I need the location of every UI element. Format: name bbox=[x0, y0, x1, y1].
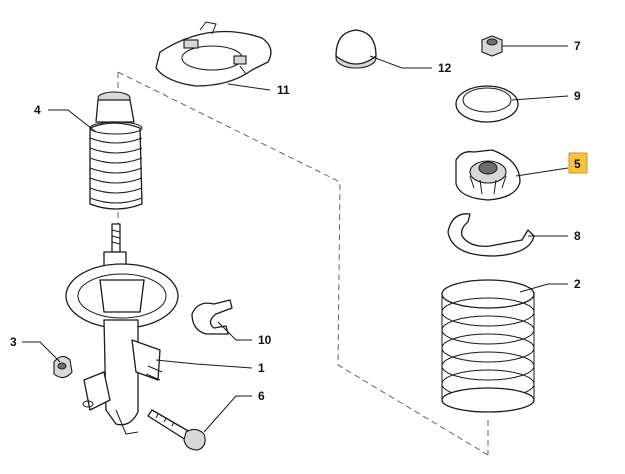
part-lower-nut[interactable] bbox=[53, 355, 73, 379]
callout-9[interactable]: 9 bbox=[574, 89, 581, 103]
part-coil-spring[interactable] bbox=[441, 279, 535, 413]
callout-6[interactable]: 6 bbox=[258, 389, 265, 403]
part-shock-absorber[interactable] bbox=[65, 223, 179, 435]
part-top-mount-bearing[interactable] bbox=[455, 149, 521, 201]
callout-10[interactable]: 10 bbox=[258, 333, 272, 347]
part-bolt[interactable] bbox=[147, 409, 206, 451]
assembly-outline bbox=[117, 71, 489, 456]
part-protective-boot[interactable] bbox=[89, 91, 143, 210]
callout-1[interactable]: 1 bbox=[258, 361, 265, 375]
callout-8[interactable]: 8 bbox=[574, 229, 581, 243]
callout-4[interactable]: 4 bbox=[34, 103, 41, 117]
callout-3[interactable]: 3 bbox=[10, 335, 17, 349]
callout-11[interactable]: 11 bbox=[277, 83, 290, 97]
part-top-nut[interactable] bbox=[481, 35, 503, 57]
callout-7[interactable]: 7 bbox=[574, 39, 581, 53]
part-upper-mount-bracket[interactable] bbox=[155, 21, 272, 87]
callout-12[interactable]: 12 bbox=[438, 61, 452, 75]
part-spring-seat[interactable] bbox=[447, 213, 535, 257]
part-seal-ring[interactable] bbox=[455, 85, 519, 123]
callout-5[interactable]: 5 bbox=[574, 157, 581, 171]
part-retaining-clip[interactable] bbox=[191, 299, 233, 335]
callout-labels: 11 12 7 9 5 8 2 4 3 1 10 6 bbox=[10, 39, 588, 403]
callout-2[interactable]: 2 bbox=[574, 277, 581, 291]
part-dust-cap[interactable] bbox=[335, 29, 377, 69]
callout-5-highlight bbox=[568, 152, 588, 174]
leader-lines bbox=[22, 45, 569, 433]
